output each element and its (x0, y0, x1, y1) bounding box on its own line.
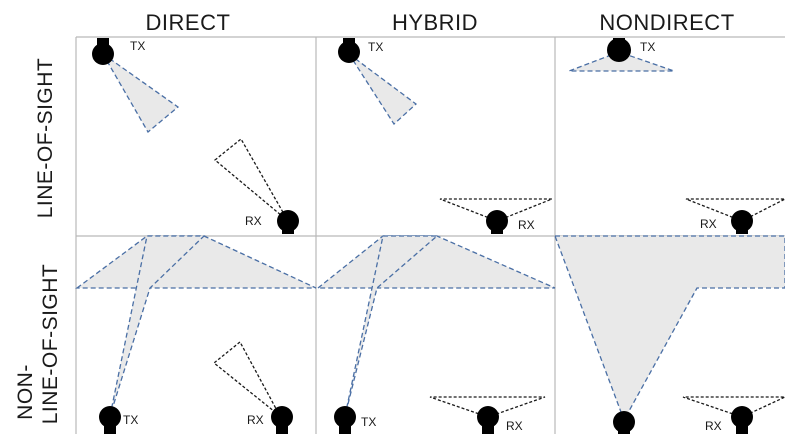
rx-label: RX (506, 419, 523, 433)
tx-mount (339, 423, 351, 434)
rx-label: RX (518, 218, 535, 232)
row-title-non-prefix: NON- (14, 364, 37, 420)
tx-beam (102, 53, 180, 133)
tx-node-icon (334, 406, 356, 428)
rx-node-icon (271, 406, 293, 428)
rx-beam (439, 198, 553, 222)
reflection-beam (316, 235, 556, 289)
rx-label: RX (700, 217, 717, 231)
tx-mount (97, 38, 109, 47)
row-title-line-of-sight: LINE-OF-SIGHT (34, 58, 57, 219)
rx-beam (212, 341, 281, 417)
tx-node-icon (607, 38, 631, 62)
rx-beam (682, 396, 785, 418)
rx-mount (491, 225, 503, 234)
cell-hybrid-los: TX RX (338, 38, 553, 234)
tx-label: TX (368, 40, 383, 54)
rx-mount (276, 423, 288, 434)
tx-node-icon (99, 406, 121, 428)
rx-label: RX (247, 413, 264, 427)
rx-label: RX (245, 214, 262, 228)
rx-mount (482, 423, 494, 434)
column-title-nondirect: NONDIRECT (599, 10, 734, 35)
tx-beam (344, 235, 439, 417)
cell-nondirect-nlos: RX (554, 235, 785, 434)
row-title-non-line-of-sight: LINE-OF-SIGHT (39, 264, 62, 425)
tx-mount (104, 423, 116, 434)
rx-label: RX (705, 419, 722, 433)
tx-mount (618, 428, 630, 434)
rx-beam (213, 138, 289, 222)
rx-beam (685, 198, 785, 222)
tx-beam (348, 53, 418, 125)
tx-node-icon (613, 411, 635, 433)
rx-mount (282, 225, 294, 234)
cell-direct-los: TX RX (92, 38, 299, 234)
tx-node-icon (338, 41, 360, 63)
tx-label: TX (361, 415, 376, 429)
tx-label: TX (130, 39, 145, 53)
tx-node-icon (92, 43, 114, 65)
column-title-hybrid: HYBRID (392, 10, 478, 35)
tx-label: TX (640, 40, 655, 54)
rx-node-icon (477, 406, 499, 428)
tx-beam (109, 235, 206, 417)
rx-mount (736, 423, 748, 434)
tx-beam (554, 235, 785, 422)
rx-mount (736, 225, 748, 234)
cell-hybrid-nlos: TX RX (316, 235, 556, 434)
tx-label: TX (123, 413, 138, 427)
cell-direct-nlos: TX RX (75, 235, 317, 434)
rx-node-icon (731, 406, 753, 428)
column-title-direct: DIRECT (146, 10, 231, 35)
cell-nondirect-los: TX RX (568, 38, 785, 234)
rx-beam (429, 396, 546, 418)
